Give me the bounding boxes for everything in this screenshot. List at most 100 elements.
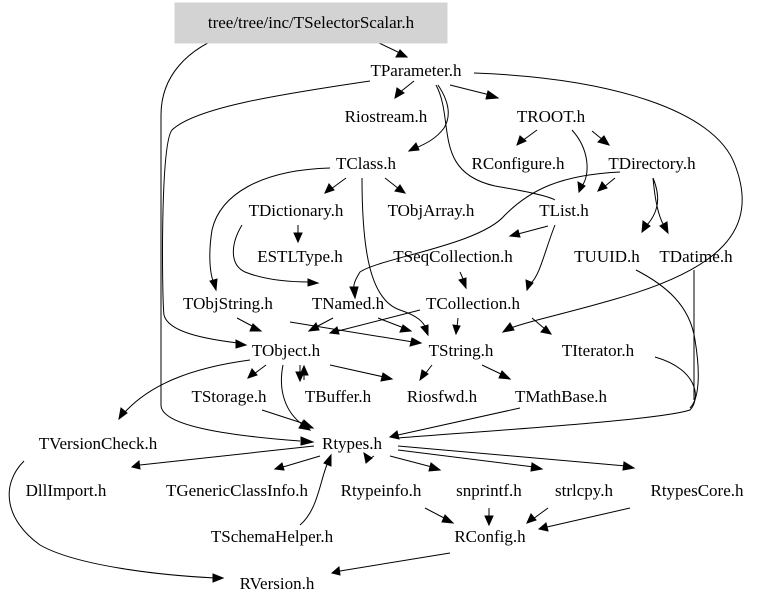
- edge-tuuid-rtypes: [635, 269, 699, 409]
- edge-tcollection-tobject-arrowhead: [328, 326, 340, 335]
- edge-tobject-riosfwd-arrowhead: [380, 372, 394, 382]
- edge-rtypes-strlcpy-arrowhead: [530, 462, 544, 472]
- edge-tparameter-tstring-arrowhead: [501, 322, 515, 333]
- node-tstring[interactable]: TString.h: [429, 341, 494, 360]
- edge-snprintf-rconfig-arrowhead: [484, 515, 494, 527]
- node-tcollection[interactable]: TCollection.h: [426, 294, 520, 313]
- edge-rtypes-rtypescore: [397, 445, 627, 467]
- edge-troot-rconfigure-arrowhead: [516, 135, 527, 146]
- edge-tdirectory-tlist: [603, 177, 616, 188]
- node-riostream[interactable]: Riostream.h: [345, 107, 428, 126]
- edge-tdirectory-tuuid: [646, 177, 659, 226]
- edge-rtypes-tgenericclassinfo: [282, 455, 321, 468]
- node-tobjarray[interactable]: TObjArray.h: [388, 201, 475, 220]
- edge-tparameter-tclass-arrowhead: [407, 142, 420, 152]
- edge-tlist-tseqcollection-arrowhead: [508, 229, 521, 238]
- node-tobject[interactable]: TObject.h: [252, 341, 321, 360]
- edge-root-tparameter: [378, 42, 403, 55]
- edge-tdictionary-tnamed: [232, 224, 311, 283]
- edge-root-rtypes: [160, 32, 301, 442]
- node-rtypeinfo[interactable]: Rtypeinfo.h: [341, 481, 422, 500]
- edge-troot-tdirectory-arrowhead: [597, 135, 611, 146]
- node-snprintf[interactable]: snprintf.h: [456, 481, 522, 500]
- edge-tnamed-tstring-arrowhead: [399, 324, 413, 333]
- node-tobjstring[interactable]: TObjString.h: [183, 294, 273, 313]
- edge-tcollection-titerator-arrowhead: [540, 325, 553, 335]
- edge-tdictionary-tnamed-arrowhead: [307, 278, 320, 287]
- edge-tobjstring-tobject-arrowhead: [249, 323, 263, 332]
- edge-tcollection-tstring-arrowhead: [452, 324, 461, 336]
- node-root[interactable]: tree/tree/inc/TSelectorScalar.h: [208, 13, 415, 32]
- root-node-box: [174, 2, 448, 44]
- edge-tstring-riosfwd-arrowhead: [419, 369, 429, 382]
- node-tschemahelper[interactable]: TSchemaHelper.h: [211, 527, 334, 546]
- node-tseqcollection[interactable]: TSeqCollection.h: [393, 247, 513, 266]
- edge-rtypeinfo-rconfig-arrowhead: [441, 514, 455, 524]
- edge-titerator-rtypes: [397, 356, 696, 439]
- edge-rtypes-rtypeinfo-arrowhead: [363, 451, 373, 464]
- edge-tdirectory-tnamed: [353, 171, 621, 291]
- node-tlist[interactable]: TList.h: [539, 201, 589, 220]
- node-tnamed[interactable]: TNamed.h: [312, 294, 385, 313]
- edge-tclass-tstring: [361, 177, 427, 329]
- node-troot[interactable]: TROOT.h: [517, 107, 586, 126]
- edge-tschemahelper-rtypes: [299, 461, 329, 526]
- node-tparameter[interactable]: TParameter.h: [370, 61, 462, 80]
- node-tversioncheck[interactable]: TVersionCheck.h: [39, 434, 158, 453]
- edge-rconfig-rversion-arrowhead: [330, 566, 341, 576]
- node-rtypes[interactable]: Rtypes.h: [322, 434, 382, 453]
- node-dllimport[interactable]: DllImport.h: [26, 481, 107, 500]
- edge-tcollection-titerator: [531, 317, 546, 330]
- node-riosfwd[interactable]: Riosfwd.h: [407, 387, 478, 406]
- edge-tschemahelper-rtypes-arrowhead: [323, 453, 332, 467]
- edge-tdirectory-tdatime: [652, 177, 665, 227]
- node-tmathbase[interactable]: TMathBase.h: [515, 387, 608, 406]
- edge-tlist-tcollection-arrowhead: [525, 279, 534, 292]
- node-tdirectory[interactable]: TDirectory.h: [608, 154, 696, 173]
- node-tuuid[interactable]: TUUID.h: [574, 247, 640, 266]
- edge-tmathbase-rtypes: [397, 407, 521, 436]
- edge-tobject-tstorage-arrowhead: [247, 368, 258, 379]
- edge-tparameter-tstring: [473, 72, 743, 329]
- edge-rtypes-tgenericclassinfo-arrowhead: [273, 462, 285, 471]
- edge-troot-tlist-arrowhead: [577, 181, 586, 194]
- node-tgenericclassinfo[interactable]: TGenericClassInfo.h: [166, 481, 309, 500]
- node-rversion[interactable]: RVersion.h: [240, 574, 315, 593]
- edge-tversioncheck-rversion: [8, 460, 216, 579]
- edge-tstring-tmathbase-arrowhead: [498, 370, 512, 380]
- edge-tlist-tseqcollection: [517, 225, 549, 235]
- node-tdictionary[interactable]: TDictionary.h: [249, 201, 344, 220]
- edge-tclass-tobjstring: [209, 167, 331, 284]
- edge-strlcpy-rconfig: [532, 507, 549, 520]
- edge-tdirectory-tnamed-arrowhead: [349, 286, 359, 300]
- node-titerator[interactable]: TIterator.h: [562, 341, 635, 360]
- node-rtypescore[interactable]: RtypesCore.h: [650, 481, 744, 500]
- edge-tclass-tstring-arrowhead: [420, 324, 429, 337]
- node-estltype[interactable]: ESTLType.h: [257, 247, 343, 266]
- edge-tclass-tdictionary: [330, 177, 347, 190]
- edge-tclass-tdictionary-arrowhead: [324, 183, 335, 194]
- edge-tobjstring-tobject: [236, 317, 255, 328]
- node-tclass[interactable]: TClass.h: [336, 154, 396, 173]
- node-tdatime[interactable]: TDatime.h: [659, 247, 733, 266]
- node-tstorage[interactable]: TStorage.h: [191, 387, 267, 406]
- node-rconfigure[interactable]: RConfigure.h: [471, 154, 565, 173]
- node-tbuffer[interactable]: TBuffer.h: [305, 387, 372, 406]
- edge-tclass-tobjarray-arrowhead: [394, 184, 407, 194]
- edge-tbuffer-tobject-arrowhead: [299, 364, 309, 376]
- edge-rtypes-dllimport-arrowhead: [130, 460, 141, 470]
- edge-tseqcollection-tcollection-arrowhead: [458, 277, 467, 290]
- edge-tobject-tstorage: [253, 364, 267, 375]
- edge-tobject-rtypes: [280, 364, 304, 426]
- edge-tobject-tversioncheck-arrowhead: [118, 407, 128, 421]
- edge-tclass-tobjstring-arrowhead: [209, 278, 218, 292]
- edge-tcollection-tobject: [337, 309, 421, 332]
- edge-root-tparameter-arrowhead: [395, 49, 409, 58]
- edge-tnamed-tobject: [315, 317, 334, 328]
- node-strlcpy[interactable]: strlcpy.h: [555, 481, 613, 500]
- edge-rtypeinfo-rconfig: [424, 507, 447, 520]
- node-rconfig[interactable]: RConfig.h: [454, 527, 526, 546]
- edge-tdictionary-estltype-arrowhead: [293, 232, 303, 244]
- edge-tparameter-tlist: [435, 84, 556, 201]
